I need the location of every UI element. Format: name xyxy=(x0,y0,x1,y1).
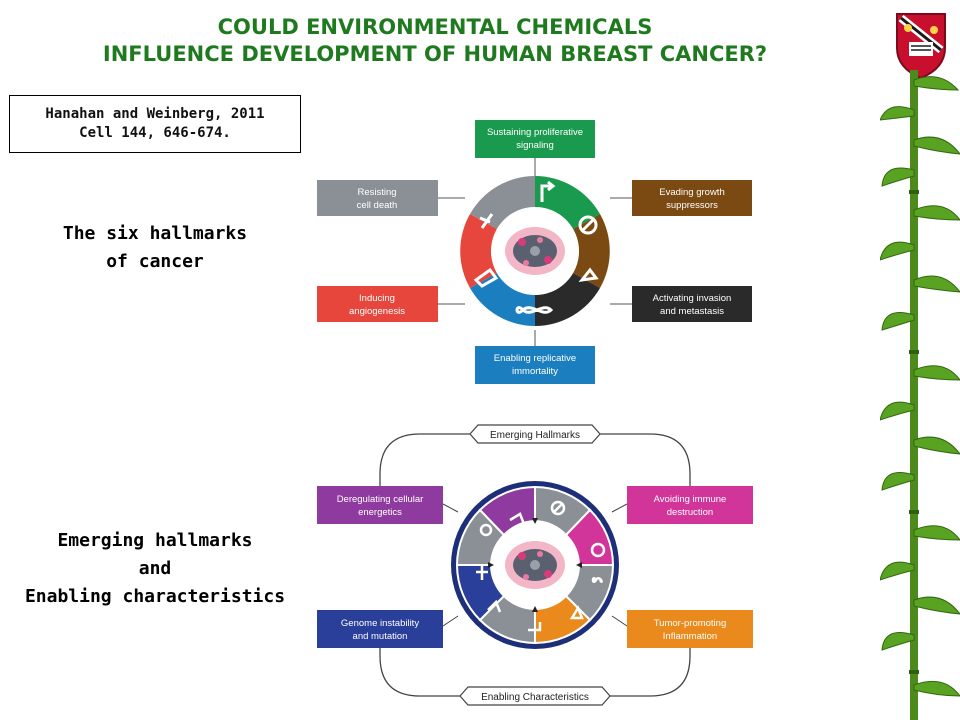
emerging-line-1: Emerging hallmarks xyxy=(57,530,253,551)
box-angiogenesis-line-2: angiogenesis xyxy=(349,306,405,317)
six-hallmarks-line-1: The six hallmarks xyxy=(62,223,248,244)
flame-icon xyxy=(569,605,584,620)
reference-citation-box: Hanahan and Weinberg, 2011 Cell 144, 646… xyxy=(9,95,301,153)
six-hallmarks-label: The six hallmarks of cancer xyxy=(20,220,290,276)
box-inflammation-line-2: Inflammation xyxy=(663,631,717,642)
box-angiogenesis-line-1: Inducing xyxy=(359,293,395,304)
emerging-hallmarks-tag: Emerging Hallmarks xyxy=(469,424,601,444)
emerging-hallmarks-diagram: Emerging Hallmarks Enabling Characterist… xyxy=(317,424,753,706)
vessel-icon xyxy=(528,622,542,632)
box-invasion-line-2: and metastasis xyxy=(660,306,724,317)
box-genome: Genome instability and mutation xyxy=(317,610,443,648)
emerging-hallmarks-tag-text: Emerging Hallmarks xyxy=(490,430,580,441)
title-line-1: COULD ENVIRONMENTAL CHEMICALS xyxy=(217,15,653,39)
box-cell-death: Resisting cell death xyxy=(317,180,438,216)
stop-icon xyxy=(550,500,566,516)
vessel-icon xyxy=(473,267,499,288)
box-inflammation: Tumor-promoting Inflammation xyxy=(627,610,753,648)
box-immortality-line-2: immortality xyxy=(512,366,558,377)
box-genome-line-1: Genome instability xyxy=(341,618,419,629)
dagger-icon xyxy=(476,566,488,580)
enabling-characteristics-tag: Enabling Characteristics xyxy=(459,686,611,706)
box-invasion-line-1: Activating invasion xyxy=(653,293,732,304)
box-energetics: Deregulating cellular energetics xyxy=(317,486,443,524)
dna-icon xyxy=(487,599,502,613)
immune-icon xyxy=(590,542,606,558)
reference-line-1: Hanahan and Weinberg, 2011 xyxy=(45,106,265,122)
box-energetics-line-1: Deregulating cellular xyxy=(337,494,424,505)
box-cell-death-line-1: Resisting xyxy=(357,187,396,198)
arrow-icon xyxy=(509,512,526,525)
infinity-icon xyxy=(591,577,603,583)
box-growth: Evading growth suppressors xyxy=(632,180,752,216)
box-cell-death-line-2: cell death xyxy=(357,200,398,211)
tumor-cell-cluster xyxy=(505,227,565,275)
box-immune-line-2: destruction xyxy=(667,507,713,518)
box-immune: Avoiding immune destruction xyxy=(627,486,753,524)
title-line-2: INFLUENCE DEVELOPMENT OF HUMAN BREAST CA… xyxy=(102,42,768,66)
box-proliferative-line-2: signaling xyxy=(516,140,554,151)
emerging-line-3: Enabling characteristics xyxy=(24,586,286,607)
box-immortality: Enabling replicative immortality xyxy=(475,346,595,384)
university-crest-icon xyxy=(896,13,946,80)
box-invasion: Activating invasion and metastasis xyxy=(632,286,752,322)
emerging-line-2: and xyxy=(138,558,172,579)
box-proliferative: Sustaining proliferative signaling xyxy=(475,120,595,158)
box-growth-line-2: suppressors xyxy=(666,200,718,211)
dagger-icon xyxy=(479,213,494,229)
gear-icon xyxy=(479,523,493,537)
emerging-hallmarks-label: Emerging hallmarks and Enabling characte… xyxy=(5,527,305,611)
bamboo-decoration xyxy=(880,70,960,720)
box-energetics-line-2: energetics xyxy=(358,507,402,518)
box-inflammation-line-1: Tumor-promoting xyxy=(654,618,727,629)
box-immune-line-1: Avoiding immune xyxy=(654,494,727,505)
slide-title: COULD ENVIRONMENTAL CHEMICALS INFLUENCE … xyxy=(20,14,850,68)
box-proliferative-line-1: Sustaining proliferative xyxy=(487,127,583,138)
box-immortality-line-1: Enabling replicative xyxy=(494,353,576,364)
invasion-icon xyxy=(578,267,599,283)
enabling-characteristics-tag-text: Enabling Characteristics xyxy=(481,692,589,703)
infinity-icon xyxy=(515,306,554,314)
box-angiogenesis: Inducing angiogenesis xyxy=(317,286,438,322)
box-growth-line-1: Evading growth xyxy=(659,187,724,198)
six-hallmarks-diagram: Sustaining proliferative signaling Evadi… xyxy=(317,120,752,384)
reference-line-2: Cell 144, 646-674. xyxy=(79,125,231,141)
six-hallmarks-line-2: of cancer xyxy=(106,251,204,272)
stop-icon xyxy=(578,215,598,235)
box-genome-line-2: and mutation xyxy=(353,631,408,642)
tumor-cell-cluster-emerging xyxy=(505,541,565,589)
arrow-icon xyxy=(540,180,556,202)
